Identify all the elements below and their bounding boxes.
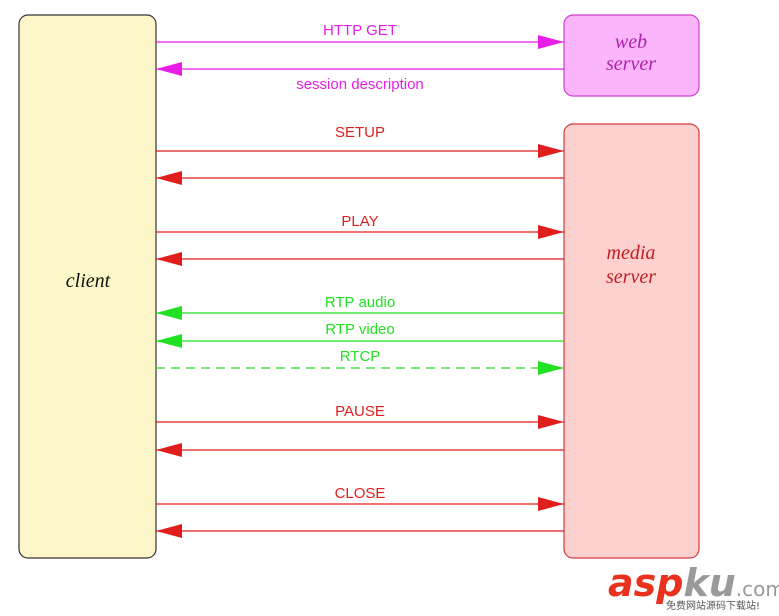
- arrowhead: [156, 171, 182, 185]
- message-pause: PAUSE: [156, 403, 564, 429]
- message-close: CLOSE: [156, 485, 564, 511]
- web-server-label-line2: server: [606, 53, 656, 75]
- message-label: RTCP: [340, 348, 381, 365]
- arrowhead: [538, 415, 564, 429]
- message-label: HTTP GET: [323, 22, 397, 39]
- message-rtp-video: RTP video: [156, 321, 564, 348]
- message-label: CLOSE: [335, 485, 386, 502]
- arrowhead: [156, 62, 182, 76]
- message-rtp-audio: RTP audio: [156, 294, 564, 320]
- message-http-get: HTTP GET: [156, 22, 564, 49]
- message-label: PAUSE: [335, 403, 385, 420]
- web-server-box: [563, 14, 700, 97]
- message-play: PLAY: [156, 213, 564, 239]
- media-server-label-line1: media: [607, 242, 656, 264]
- arrowhead: [538, 497, 564, 511]
- message-label: PLAY: [341, 213, 378, 230]
- arrowhead: [538, 35, 564, 49]
- message-setup-reply: [156, 171, 564, 185]
- message-close-reply: [156, 524, 564, 538]
- arrowhead: [538, 361, 564, 375]
- message-setup: SETUP: [156, 124, 564, 158]
- arrowhead: [538, 144, 564, 158]
- client-box: [18, 14, 157, 559]
- media-server-box: [563, 123, 700, 559]
- arrowhead: [156, 252, 182, 266]
- arrowhead: [156, 334, 182, 348]
- message-pause-reply: [156, 443, 564, 457]
- message-label: RTP audio: [325, 294, 395, 311]
- message-label: RTP video: [325, 321, 395, 338]
- message-session-description: session description: [156, 62, 564, 93]
- arrowhead: [156, 443, 182, 457]
- client-label: client: [66, 270, 111, 292]
- media-server-label-line2: server: [606, 266, 656, 288]
- web-server-label-line1: web: [615, 31, 647, 53]
- watermark-backdrop: [606, 562, 776, 612]
- watermark-logo: aspku.com 免费网站源码下载站!: [606, 561, 779, 612]
- message-label: SETUP: [335, 124, 385, 141]
- arrowhead: [156, 306, 182, 320]
- arrowhead: [538, 225, 564, 239]
- watermark-brand: aspku.com: [608, 561, 779, 605]
- message-label: session description: [296, 76, 424, 93]
- message-rtcp: RTCP: [156, 348, 564, 375]
- message-play-reply: [156, 252, 564, 266]
- arrowhead: [156, 524, 182, 538]
- watermark-tagline: 免费网站源码下载站!: [666, 599, 760, 612]
